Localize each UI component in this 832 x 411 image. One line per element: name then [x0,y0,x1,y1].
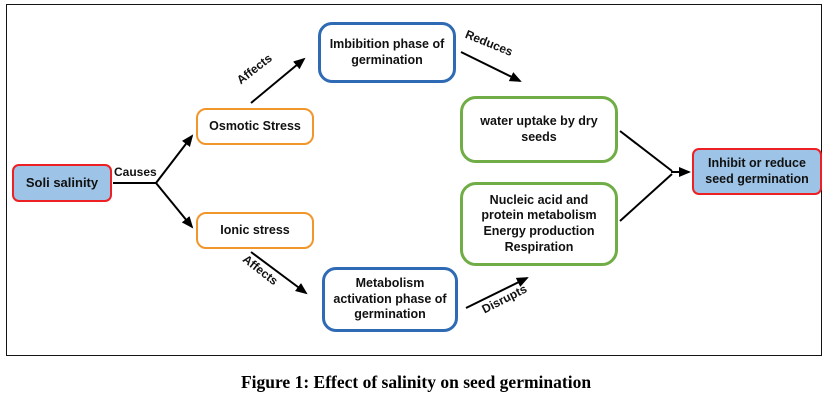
node-metabolism-activation: Metabolism activation phase of germinati… [322,267,458,332]
node-inhibit-germination-label: Inhibit or reduce seed germination [705,155,809,186]
figure-caption: Figure 1: Effect of salinity on seed ger… [240,372,592,392]
node-water-uptake: water uptake by dry seeds [460,96,618,163]
node-ionic-stress: Ionic stress [196,212,314,249]
node-ionic-stress-label: Ionic stress [220,222,290,237]
node-metabolism-activation-label: Metabolism activation phase of germinati… [333,276,447,322]
node-nucleic-line3: Respiration [504,239,574,254]
node-osmotic-stress: Osmotic Stress [196,108,314,145]
node-water-uptake-label: water uptake by dry seeds [480,113,598,144]
node-soil-salinity-label: Soli salinity [25,174,99,190]
node-nucleic-line2: Energy production [483,224,595,238]
node-osmotic-stress-label: Osmotic Stress [209,118,301,133]
node-inhibit-germination: Inhibit or reduce seed germination [692,148,822,195]
node-imbibition-phase-label: Imbibition phase of germination [329,36,445,67]
edge-label-causes: Causes [114,165,157,179]
node-imbibition-phase: Imbibition phase of germination [318,22,456,83]
node-nucleic-line1: Nucleic acid and protein metabolism [481,192,597,223]
node-nucleic-metabolism: Nucleic acid and protein metabolism Ener… [460,182,618,266]
node-soil-salinity: Soli salinity [12,164,112,202]
